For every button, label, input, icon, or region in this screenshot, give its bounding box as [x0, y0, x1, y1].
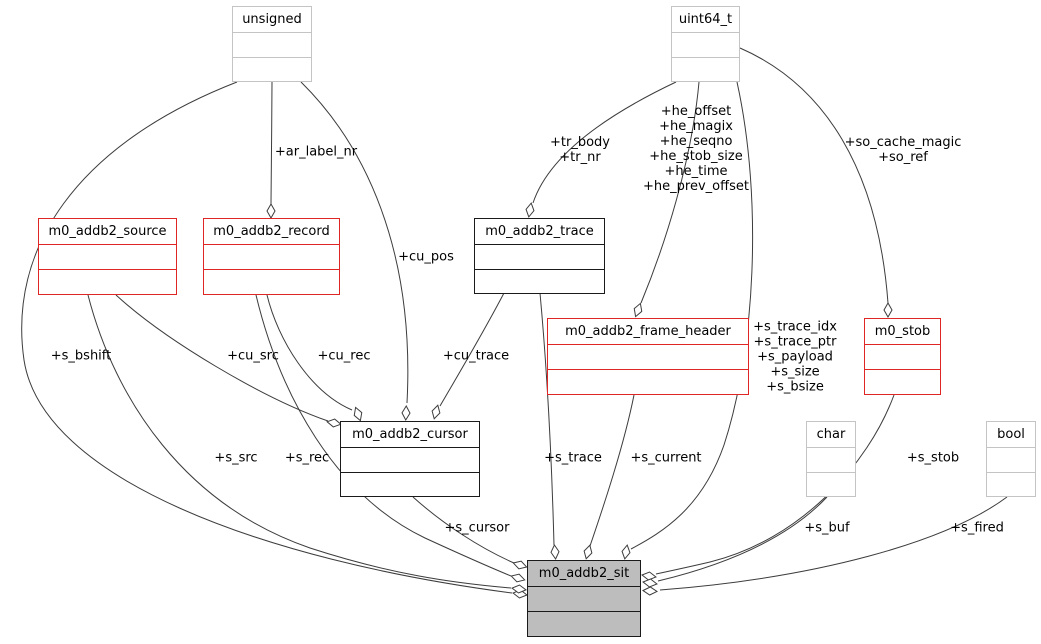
- class-node-title: m0_stob: [874, 324, 931, 339]
- class-node-compartment: [548, 369, 748, 394]
- class-node-compartment: [233, 56, 311, 82]
- class-node-compartment: [204, 269, 339, 294]
- class-node-compartment: [987, 471, 1035, 497]
- class-node-compartment: [807, 447, 855, 472]
- class-node-compartment: [672, 56, 739, 82]
- aggregation-diamond-icon: [512, 560, 528, 570]
- aggregation-diamond-icon: [633, 302, 643, 318]
- aggregation-diamond-icon: [353, 406, 363, 422]
- edge-uint64-trace: [532, 81, 677, 204]
- class-node-compartment: [987, 447, 1035, 472]
- edge-stob-sit: [655, 394, 895, 575]
- class-node-cursor[interactable]: m0_addb2_cursor: [340, 421, 480, 497]
- class-node-compartment: [475, 244, 604, 269]
- edge-unsigned-sit: [21, 81, 513, 594]
- edge-unsigned-record: [270, 81, 273, 205]
- edge-char-sit: [657, 496, 828, 582]
- class-node-compartment: [672, 32, 739, 57]
- edge-source-cursor: [115, 294, 329, 422]
- edge-uint64-sit: [630, 81, 754, 550]
- class-node-frame_header[interactable]: m0_addb2_frame_header: [547, 318, 749, 395]
- class-node-compartment: [233, 32, 311, 57]
- aggregation-diamond-icon: [326, 418, 342, 428]
- aggregation-diamond-icon: [641, 571, 657, 581]
- class-node-title: m0_addb2_frame_header: [565, 324, 731, 339]
- class-node-bool[interactable]: bool: [986, 421, 1036, 497]
- aggregation-diamond-icon: [621, 544, 631, 560]
- edge-uint64-frame_header: [640, 81, 700, 304]
- aggregation-diamond-icon: [266, 202, 276, 220]
- class-node-title: unsigned: [242, 12, 302, 27]
- class-node-compartment: [39, 244, 176, 269]
- class-node-title: bool: [997, 427, 1025, 442]
- edge-frame_header-sit: [589, 394, 635, 547]
- class-node-compartment: [865, 344, 940, 369]
- aggregation-diamond-icon: [401, 404, 411, 422]
- aggregation-diamond-icon: [642, 578, 658, 588]
- class-node-sit[interactable]: m0_addb2_sit: [527, 560, 641, 637]
- aggregation-diamond-icon: [883, 301, 893, 319]
- edge-record-cursor: [266, 294, 353, 411]
- aggregation-diamond-icon: [431, 404, 441, 420]
- edge-source-sit: [87, 294, 512, 589]
- edge-cursor-sit: [412, 496, 515, 564]
- aggregation-diamond-icon: [642, 586, 658, 596]
- class-node-compartment: [528, 586, 640, 611]
- class-node-uint64[interactable]: uint64_t: [671, 6, 740, 82]
- class-node-compartment: [341, 447, 479, 472]
- class-node-unsigned[interactable]: unsigned: [232, 6, 312, 82]
- class-node-title: m0_addb2_source: [48, 224, 167, 239]
- edge-bool-sit: [659, 496, 1008, 591]
- class-node-compartment: [475, 268, 604, 294]
- edge-trace-sit: [539, 292, 555, 546]
- class-node-compartment: [548, 344, 748, 369]
- class-node-compartment: [204, 244, 339, 269]
- class-node-compartment: [865, 369, 940, 394]
- edge-uint64-stob: [739, 47, 889, 304]
- class-node-title: m0_addb2_cursor: [352, 427, 468, 442]
- class-node-compartment: [528, 611, 640, 636]
- aggregation-diamond-icon: [583, 544, 593, 560]
- class-node-compartment: [341, 471, 479, 497]
- class-node-stob[interactable]: m0_stob: [864, 318, 941, 395]
- aggregation-diamond-icon: [525, 202, 535, 218]
- class-node-char[interactable]: char: [806, 421, 856, 497]
- edge-record-sit: [255, 294, 512, 577]
- class-node-title: m0_addb2_sit: [538, 566, 630, 581]
- class-node-title: uint64_t: [678, 12, 733, 27]
- aggregation-diamond-icon: [511, 584, 527, 594]
- class-node-title: m0_addb2_trace: [485, 224, 594, 239]
- edge-trace-cursor: [439, 292, 505, 407]
- class-node-title: m0_addb2_record: [213, 224, 330, 239]
- aggregation-diamond-icon: [550, 544, 560, 560]
- class-node-record[interactable]: m0_addb2_record: [203, 218, 340, 295]
- class-node-source[interactable]: m0_addb2_source: [38, 218, 177, 295]
- aggregation-diamond-icon: [510, 573, 526, 583]
- edge-unsigned-cursor: [300, 81, 409, 404]
- class-node-compartment: [39, 269, 176, 294]
- class-node-compartment: [807, 471, 855, 497]
- class-node-title: char: [816, 427, 846, 442]
- class-node-trace[interactable]: m0_addb2_trace: [474, 218, 605, 294]
